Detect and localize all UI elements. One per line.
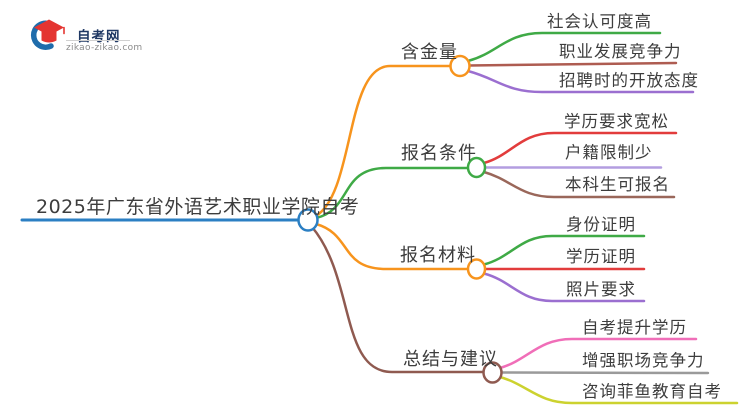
logo-domain: zikao-zikao.com (66, 43, 143, 53)
subtopic-improve-education-line (498, 337, 698, 370)
subtopic-workplace-competitiveness-line (499, 371, 710, 375)
subtopic-career-competitiveness-label: 职业发展竞争力 (559, 42, 682, 61)
subtopic-education-requirement-label: 学历要求宽松 (564, 112, 669, 131)
branch-value-node (449, 54, 471, 78)
branch-materials-curve (314, 222, 470, 271)
subtopic-social-recognition-line (466, 31, 662, 63)
subtopic-photo-requirement-line (482, 272, 646, 303)
branch-conditions-curve (314, 166, 470, 220)
logo-cap-board (34, 19, 64, 36)
subtopic-education-requirement-line (482, 131, 678, 165)
subtopic-identity-proof-label: 身份证明 (566, 215, 636, 234)
subtopic-consult-feiyu-label: 咨询菲鱼教育自考 (582, 382, 722, 401)
subtopic-bachelor-eligible-label: 本科生可报名 (565, 175, 670, 194)
subtopic-residency-limit-label: 户籍限制少 (565, 143, 653, 162)
site-logo: 自考网 zikao-zikao.com (0, 0, 160, 70)
subtopic-education-proof-label: 学历证明 (566, 247, 636, 266)
branch-summary-label: 总结与建议 (403, 349, 498, 370)
subtopic-workplace-competitiveness-label: 增强职场竞争力 (582, 351, 705, 370)
branch-value-label: 含金量 (401, 42, 458, 63)
root-node (297, 208, 319, 232)
logo-title: 自考网 (77, 29, 121, 45)
branch-conditions-node (466, 156, 487, 179)
subtopic-bachelor-eligible-line (482, 170, 676, 199)
subtopic-photo-requirement-label: 照片要求 (566, 280, 636, 299)
subtopic-identity-proof-line (482, 234, 646, 266)
branch-materials-label: 报名材料 (400, 245, 476, 266)
branch-summary-curve (310, 225, 486, 374)
subtopic-career-competitiveness-line (467, 61, 678, 67)
branch-value-curve (314, 64, 453, 218)
logo-divider (66, 40, 130, 41)
subtopic-hiring-openness-line (466, 69, 695, 94)
subtopic-improve-education-label: 自考提升学历 (582, 318, 687, 337)
branch-summary-node (482, 361, 503, 384)
branch-materials-node (466, 258, 487, 280)
root-topic-label: 2025年广东省外语艺术职业学院自考 (36, 196, 360, 218)
subtopic-consult-feiyu-line (498, 375, 739, 405)
graduation-cap-icon (31, 19, 65, 50)
subtopic-social-recognition-label: 社会认可度高 (547, 12, 652, 31)
subtopic-hiring-openness-label: 招聘时的开放态度 (559, 71, 699, 90)
branch-conditions-label: 报名条件 (401, 143, 477, 164)
